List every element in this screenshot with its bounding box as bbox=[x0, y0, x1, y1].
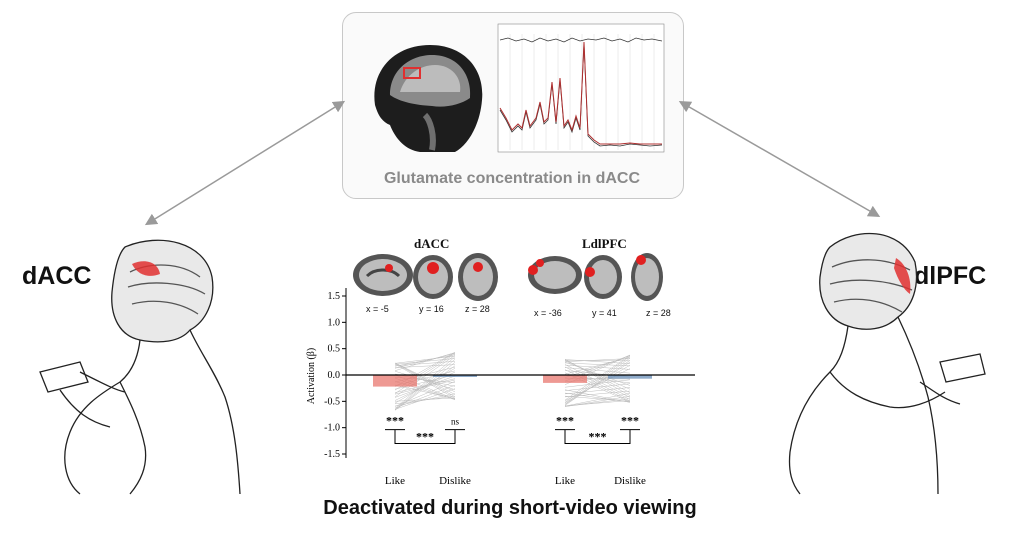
paired-line bbox=[564, 400, 631, 407]
paired-line bbox=[394, 388, 456, 410]
sig-like: *** bbox=[386, 414, 404, 428]
paired-line bbox=[564, 356, 631, 403]
coord-dacc-x: x = -5 bbox=[366, 304, 389, 314]
x-label-like: Like bbox=[555, 475, 575, 487]
paired-line bbox=[394, 393, 456, 407]
paired-line bbox=[394, 359, 456, 410]
dlpfc-highlight bbox=[894, 258, 911, 294]
paired-line bbox=[394, 365, 456, 411]
panel-title-ldlpfc: LdlPFC bbox=[582, 236, 627, 251]
arrow-left bbox=[144, 100, 346, 226]
paired-line bbox=[394, 384, 456, 400]
coord-ldlpfc-x: x = -36 bbox=[534, 308, 562, 318]
y-tick-label: 1.0 bbox=[328, 317, 341, 328]
paired-line bbox=[394, 384, 456, 409]
y-axis-label: Activation (β) bbox=[306, 348, 317, 404]
paired-line bbox=[564, 383, 631, 391]
paired-line bbox=[564, 358, 631, 362]
sig-like: *** bbox=[556, 414, 574, 428]
bottom-caption: Deactivated during short-video viewing bbox=[323, 497, 697, 519]
paired-line bbox=[564, 356, 631, 375]
paired-line bbox=[394, 375, 456, 398]
bar-like-ldlpfc bbox=[543, 375, 587, 383]
bar-like-dacc bbox=[373, 375, 417, 387]
dacc-sagittal-slice bbox=[353, 254, 413, 296]
paired-line bbox=[394, 353, 456, 394]
ldlpfc-coronal-slice bbox=[584, 255, 622, 299]
coord-ldlpfc-z: z = 28 bbox=[646, 308, 671, 318]
paired-line bbox=[394, 363, 456, 397]
paired-line bbox=[394, 355, 456, 364]
paired-line bbox=[564, 362, 631, 367]
y-tick-label: 1.5 bbox=[328, 291, 341, 302]
sig-dislike: ns bbox=[451, 417, 460, 427]
y-tick-label: 0.5 bbox=[328, 344, 341, 355]
paired-line bbox=[394, 367, 456, 404]
paired-line bbox=[394, 370, 456, 390]
paired-line bbox=[564, 361, 631, 405]
bar-dislike-ldlpfc bbox=[608, 375, 652, 379]
paired-line bbox=[564, 361, 631, 386]
paired-line bbox=[394, 355, 456, 398]
bar-dislike-dacc bbox=[433, 375, 477, 377]
paired-line bbox=[564, 355, 631, 378]
ldlpfc-axial-slice bbox=[631, 253, 663, 301]
paired-line bbox=[394, 397, 456, 402]
paired-line bbox=[564, 368, 631, 401]
y-tick-label: -1.5 bbox=[324, 449, 340, 460]
sig-bracket bbox=[564, 429, 631, 444]
paired-line bbox=[394, 354, 456, 367]
paired-line bbox=[394, 363, 456, 399]
paired-line bbox=[564, 355, 631, 401]
mrs-illustration bbox=[374, 23, 665, 153]
right-person-illustration bbox=[788, 232, 986, 495]
sig-bracket bbox=[394, 429, 456, 444]
brain-slices bbox=[353, 253, 663, 301]
panel-title-dacc: dACC bbox=[414, 236, 450, 251]
coord-ldlpfc-y: y = 41 bbox=[592, 308, 617, 318]
y-tick-label: 0.0 bbox=[328, 370, 341, 381]
paired-line bbox=[394, 381, 456, 407]
y-tick-label: -0.5 bbox=[324, 396, 340, 407]
voxel-marker bbox=[403, 67, 421, 79]
arrow-right bbox=[678, 101, 881, 217]
sig-between: *** bbox=[589, 429, 607, 443]
coord-dacc-z: z = 28 bbox=[465, 304, 490, 314]
paired-line bbox=[394, 362, 456, 395]
paired-line bbox=[564, 364, 631, 404]
paired-line bbox=[394, 364, 456, 368]
paired-line bbox=[564, 390, 631, 398]
paired-line bbox=[564, 367, 631, 374]
sig-between: *** bbox=[416, 429, 434, 443]
x-label-dislike: Dislike bbox=[439, 475, 471, 487]
paired-line bbox=[564, 360, 631, 406]
dacc-coronal-slice bbox=[413, 255, 453, 299]
ldlpfc-sagittal-slice bbox=[528, 256, 582, 294]
mri-head-image bbox=[374, 45, 483, 152]
top-caption: Glutamate concentration in dACC bbox=[383, 170, 641, 187]
spectrum-plot bbox=[497, 23, 665, 153]
left-label: dACC bbox=[22, 262, 92, 290]
paired-line bbox=[564, 389, 631, 403]
dacc-axial-slice bbox=[458, 253, 498, 301]
paired-line bbox=[564, 387, 631, 395]
x-label-like: Like bbox=[385, 475, 405, 487]
paired-subject-lines bbox=[394, 352, 631, 411]
y-tick-label: -1.0 bbox=[324, 423, 340, 434]
paired-line bbox=[394, 379, 456, 395]
sig-dislike: *** bbox=[621, 414, 639, 428]
dacc-highlight bbox=[132, 261, 160, 276]
paired-line bbox=[394, 352, 456, 371]
left-person-illustration bbox=[39, 239, 241, 495]
right-label: dlPFC bbox=[914, 262, 987, 290]
x-label-dislike: Dislike bbox=[614, 475, 646, 487]
activation-chart: 1.51.00.50.0-0.5-1.0-1.5 Activation (β) … bbox=[306, 288, 695, 487]
paired-line bbox=[564, 393, 631, 407]
coord-dacc-y: y = 16 bbox=[419, 304, 444, 314]
